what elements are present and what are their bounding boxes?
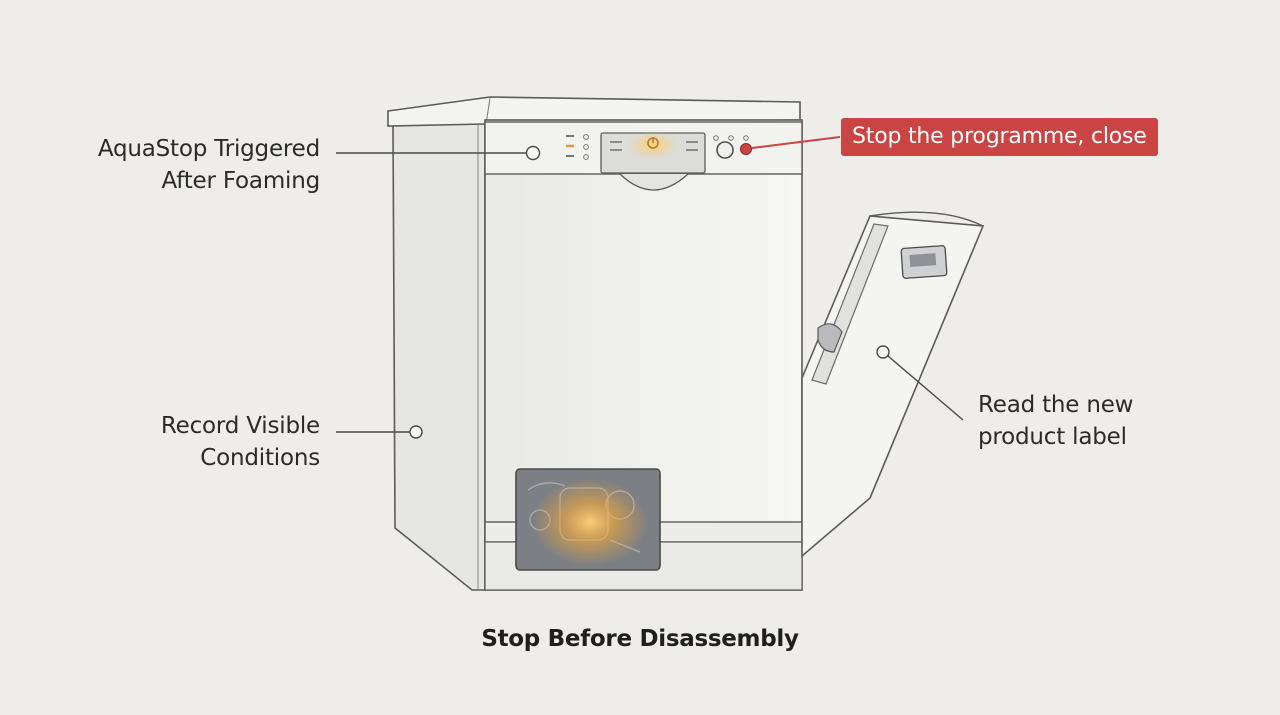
programme-knob: [716, 141, 734, 159]
callout-product-line-1: Read the new: [978, 392, 1134, 418]
cabinet-side: [392, 119, 486, 591]
diagram-caption: Stop Before Disassembly: [481, 626, 799, 652]
marker-product-label: [876, 345, 890, 359]
indicator-leds: [566, 134, 589, 160]
marker-record: [409, 425, 423, 439]
door-panel: [801, 215, 985, 558]
leader-stop-programme: [751, 136, 841, 149]
leader-product-label: [887, 355, 964, 421]
callout-aquastop-line-1: AquaStop Triggered: [97, 136, 320, 162]
callout-aquastop: AquaStop Triggered After Foaming: [40, 133, 320, 197]
callout-product-line-2: product label: [978, 424, 1127, 450]
door-handle-recess: [619, 173, 689, 191]
callout-record-conditions: Record Visible Conditions: [40, 410, 320, 474]
callout-stop-programme: Stop the programme, close: [841, 118, 1158, 156]
marker-aquastop: [525, 145, 541, 161]
stop-button-icon: [740, 143, 752, 155]
callout-record-line-1: Record Visible: [160, 413, 320, 439]
callout-product-label: Read the new product label: [978, 389, 1238, 453]
callout-aquastop-line-2: After Foaming: [161, 168, 321, 194]
callout-record-line-2: Conditions: [200, 445, 320, 471]
